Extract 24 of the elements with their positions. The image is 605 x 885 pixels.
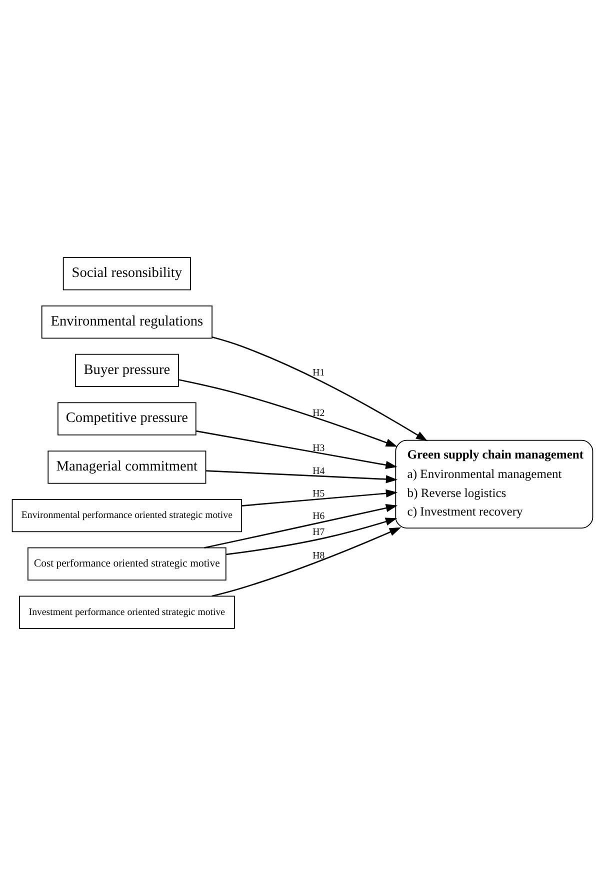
edge-label: H2 <box>312 407 325 418</box>
arrow <box>178 378 398 446</box>
edge-label: H8 <box>312 550 325 561</box>
arrow <box>212 336 428 441</box>
node-box: Competitive pressure <box>58 402 196 435</box>
node-box: Buyer pressure <box>74 353 179 387</box>
edge-label: H3 <box>312 442 325 454</box>
node-box: Cost performance oriented strategic motive <box>28 546 226 580</box>
node-box: Investment performance oriented strategic motive <box>19 595 235 628</box>
arrow <box>204 504 398 548</box>
arrow <box>206 470 398 483</box>
arrow <box>226 517 398 555</box>
edge-label: H5 <box>312 488 325 500</box>
node-box: Social resonsibility <box>62 256 191 290</box>
arrow <box>196 430 398 468</box>
edge-label: H6 <box>312 510 325 522</box>
node-box: Environmental regulations <box>41 305 212 338</box>
arrow <box>242 488 398 506</box>
node-box: Environmental performance oriented strategic motive <box>12 498 242 532</box>
node-box: Managerial commitment <box>48 450 206 484</box>
edge-label: H1 <box>312 367 325 378</box>
edge-label: H4 <box>312 466 325 477</box>
edge-label: H7 <box>312 526 325 538</box>
node-box: Green supply chain management a) Environmental management b) Reverse logistics c) Investment recovery <box>395 439 594 528</box>
